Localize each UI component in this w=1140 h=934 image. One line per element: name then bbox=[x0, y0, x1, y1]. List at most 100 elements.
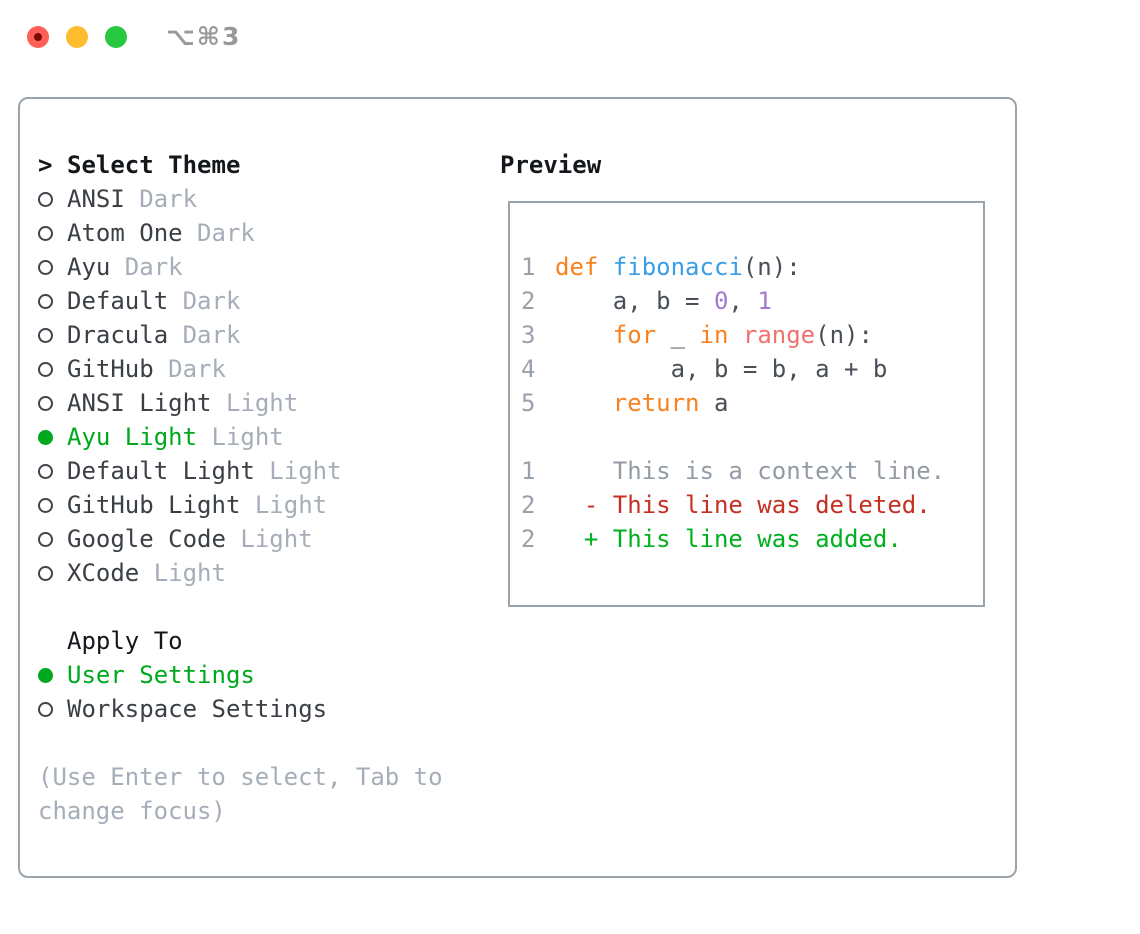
code-token-plain bbox=[598, 253, 612, 281]
code-token-keyword: for bbox=[612, 321, 657, 349]
focus-caret-icon: > bbox=[38, 151, 53, 179]
code-line: 3 for _ in range(n): bbox=[521, 318, 975, 352]
code-token-plain: _ bbox=[656, 321, 700, 349]
theme-option-xcode[interactable]: XCode Light bbox=[38, 556, 488, 590]
radio-selected-icon bbox=[38, 429, 53, 445]
radio-icon bbox=[38, 463, 67, 479]
code-line: 2 + This line was added. bbox=[521, 522, 975, 556]
theme-option-ansi[interactable]: ANSI Dark bbox=[38, 182, 488, 216]
option-variant-label: Dark bbox=[182, 219, 255, 247]
apply-option-workspace-settings[interactable]: Workspace Settings bbox=[38, 692, 488, 726]
line-number: 3 bbox=[521, 321, 536, 349]
option-variant-label: Light bbox=[211, 389, 299, 417]
theme-option-google-code[interactable]: Google Code Light bbox=[38, 522, 488, 556]
code-token-context: This is a context line. bbox=[555, 457, 946, 485]
radio-icon bbox=[38, 327, 53, 343]
option-label: Default Light bbox=[67, 457, 255, 485]
option-variant-label: Dark bbox=[124, 185, 198, 213]
option-label: GitHub bbox=[67, 355, 154, 383]
theme-option-dracula[interactable]: Dracula Dark bbox=[38, 318, 488, 352]
preview-title: Preview bbox=[500, 151, 602, 179]
titlebar: ⌥⌘3 bbox=[0, 0, 1140, 78]
keyboard-hint: (Use Enter to select, Tab to change focu… bbox=[38, 763, 458, 825]
line-number: 4 bbox=[521, 355, 536, 383]
radio-selected-icon bbox=[38, 667, 53, 683]
theme-list-title: Select Theme bbox=[67, 151, 241, 179]
radio-icon bbox=[38, 463, 53, 479]
theme-option-atom-one[interactable]: Atom One Dark bbox=[38, 216, 488, 250]
option-variant-label: Dark bbox=[153, 355, 226, 383]
theme-option-ayu-light[interactable]: Ayu Light Light bbox=[38, 420, 488, 454]
radio-icon bbox=[38, 293, 67, 309]
option-label: Ayu bbox=[67, 253, 111, 281]
radio-icon bbox=[38, 565, 67, 581]
apply-option-user-settings[interactable]: User Settings bbox=[38, 658, 488, 692]
option-variant-label: Dark bbox=[168, 321, 241, 349]
theme-option-ayu[interactable]: Ayu Dark bbox=[38, 250, 488, 284]
radio-icon bbox=[38, 225, 67, 241]
close-button[interactable] bbox=[27, 26, 49, 48]
radio-icon bbox=[38, 293, 53, 309]
radio-icon bbox=[38, 191, 67, 207]
option-label: Dracula bbox=[67, 321, 169, 349]
code-token-plain: a bbox=[699, 389, 729, 417]
theme-option-default-light[interactable]: Default Light Light bbox=[38, 454, 488, 488]
code-line bbox=[521, 420, 975, 454]
option-label: XCode bbox=[67, 559, 140, 587]
theme-option-github[interactable]: GitHub Dark bbox=[38, 352, 488, 386]
radio-icon bbox=[38, 191, 53, 207]
option-label: ANSI Light bbox=[67, 389, 212, 417]
option-label: GitHub Light bbox=[67, 491, 241, 519]
window-shortcut-label: ⌥⌘3 bbox=[166, 22, 242, 51]
option-variant-label: Light bbox=[240, 491, 328, 519]
code-token-plain: a, b = b, a + b bbox=[555, 355, 888, 383]
radio-icon bbox=[38, 361, 53, 377]
option-variant-label: Light bbox=[197, 423, 284, 451]
option-variant-label: Light bbox=[225, 525, 313, 553]
line-number: 1 bbox=[521, 457, 536, 485]
radio-selected-icon bbox=[38, 429, 67, 445]
apply-to-header-row: Apply To bbox=[38, 624, 488, 658]
line-number: 1 bbox=[521, 253, 536, 281]
radio-icon bbox=[38, 395, 67, 411]
code-token-number: 1 bbox=[757, 287, 772, 315]
code-token-function: fibonacci bbox=[612, 253, 743, 281]
code-token-plain: , bbox=[728, 287, 758, 315]
radio-selected-icon bbox=[38, 667, 67, 683]
code-token-plain: (n): bbox=[742, 253, 801, 281]
minimize-button[interactable] bbox=[66, 26, 88, 48]
radio-icon bbox=[38, 531, 53, 547]
zoom-button[interactable] bbox=[105, 26, 127, 48]
radio-icon bbox=[38, 361, 67, 377]
theme-option-ansi-light[interactable]: ANSI Light Light bbox=[38, 386, 488, 420]
code-token-deleted: - This line was deleted. bbox=[555, 491, 931, 519]
code-token-plain bbox=[728, 321, 742, 349]
code-token-plain bbox=[555, 321, 613, 349]
theme-option-github-light[interactable]: GitHub Light Light bbox=[38, 488, 488, 522]
unsaved-indicator-dot bbox=[34, 33, 42, 41]
code-token-plain: a, b = bbox=[555, 287, 714, 315]
code-line: 2 a, b = 0, 1 bbox=[521, 284, 975, 318]
option-label: ANSI bbox=[67, 185, 125, 213]
theme-list-header-row: > Select Theme bbox=[38, 148, 488, 182]
radio-icon bbox=[38, 497, 67, 513]
option-label: Ayu Light bbox=[67, 423, 198, 451]
code-line: 1 This is a context line. bbox=[521, 454, 975, 488]
theme-option-default[interactable]: Default Dark bbox=[38, 284, 488, 318]
radio-icon bbox=[38, 531, 67, 547]
option-label: Atom One bbox=[67, 219, 183, 247]
option-variant-label: Light bbox=[254, 457, 342, 485]
code-token-number: 0 bbox=[713, 287, 729, 315]
line-number: 2 bbox=[521, 525, 536, 553]
radio-icon bbox=[38, 701, 53, 717]
traffic-lights bbox=[27, 26, 127, 48]
code-line: 2 - This line was deleted. bbox=[521, 488, 975, 522]
option-label: Google Code bbox=[67, 525, 226, 553]
option-variant-label: Dark bbox=[110, 253, 183, 281]
code-token-added: + This line was added. bbox=[555, 525, 902, 553]
section-gap bbox=[38, 726, 488, 760]
code-line: 4 a, b = b, a + b bbox=[521, 352, 975, 386]
